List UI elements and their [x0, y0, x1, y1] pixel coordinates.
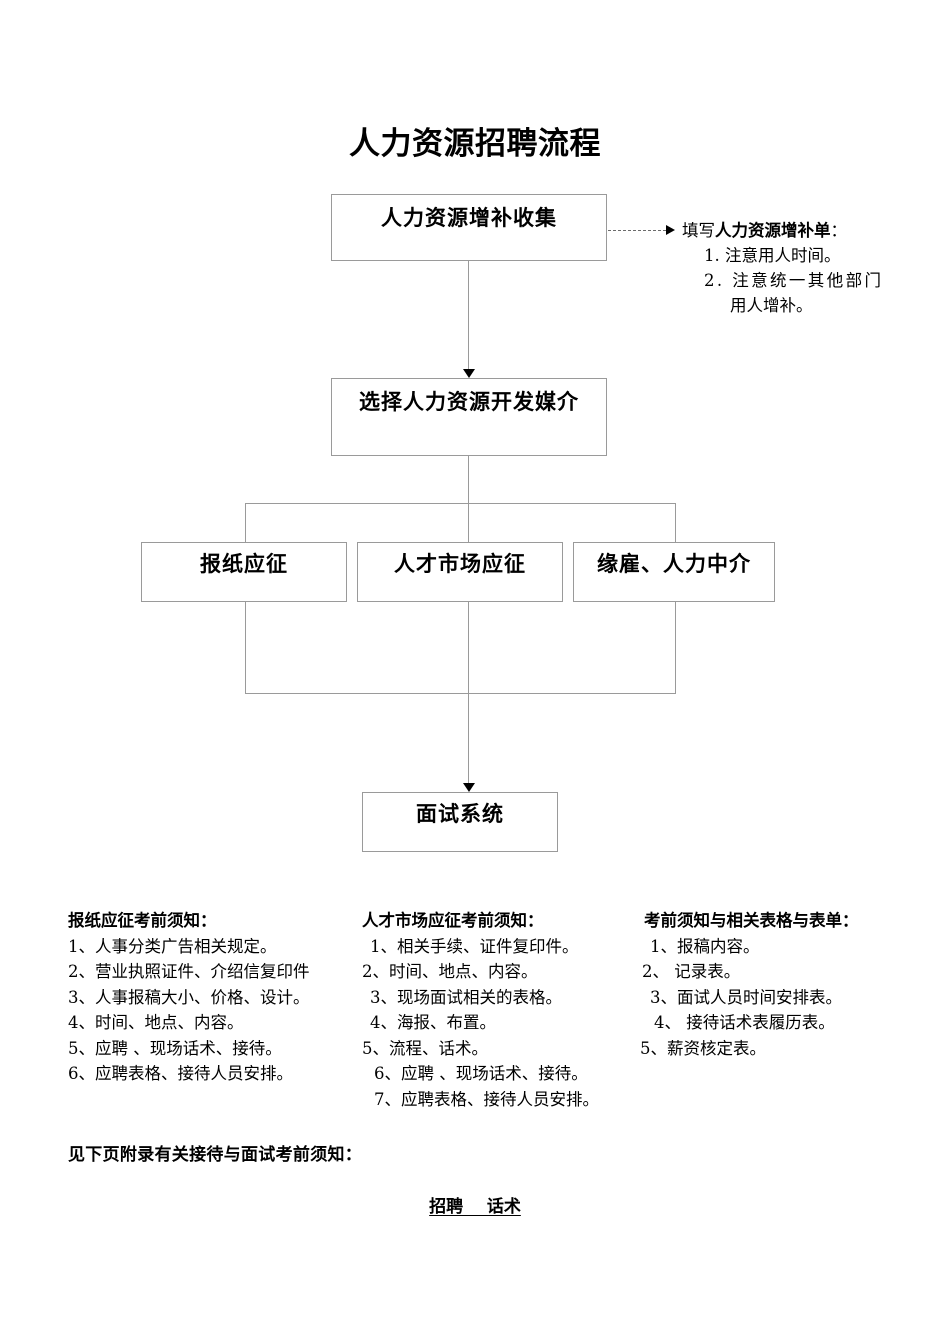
- notes-column-title: 报纸应征考前须知：: [68, 911, 217, 930]
- notes-item: 4、时间、地点、内容。: [68, 1013, 244, 1032]
- connector-rise-agency: [675, 601, 676, 694]
- footer-heading: 招聘 话术: [0, 1192, 950, 1217]
- notes-item: 2、时间、地点、内容。: [362, 962, 538, 981]
- arrow-down-icon: [463, 369, 475, 378]
- dashed-connector-line: [608, 230, 666, 231]
- flow-box-agency-label: 缘雇、人力中介: [597, 551, 751, 576]
- notes-column-newspaper: 报纸应征考前须知： 1、人事分类广告相关规定。 2、营业执照证件、介绍信复印件 …: [68, 908, 368, 1087]
- notes-item: 7、应聘表格、接待人员安排。: [374, 1089, 599, 1109]
- notes-item: 3、现场面试相关的表格。: [370, 987, 562, 1007]
- flow-box-media-label: 选择人力资源开发媒介: [359, 389, 579, 414]
- flow-box-talent-market[interactable]: 人才市场应征: [357, 542, 563, 602]
- flow-box-newspaper-label: 报纸应征: [200, 551, 288, 576]
- notes-item: 1、相关手续、证件复印件。: [370, 936, 579, 956]
- connector-merge-to-interview: [468, 693, 469, 783]
- notes-item: 1、人事分类广告相关规定。: [68, 936, 277, 956]
- notes-column-forms: 考前须知与相关表格与表单： 1、报稿内容。 2、 记录表。 3、面试人员时间安排…: [640, 908, 940, 1061]
- annotation-heading-prefix: 填写: [682, 221, 715, 240]
- notes-item: 1、报稿内容。: [650, 936, 760, 956]
- notes-item: 4、海报、布置。: [370, 1013, 496, 1032]
- connector-drop-agency: [675, 503, 676, 543]
- notes-item: 2、营业执照证件、介绍信复印件: [68, 962, 310, 981]
- connector-merge-bar: [245, 693, 676, 694]
- notes-item: 5、薪资核定表。: [640, 1038, 766, 1058]
- notes-item: 3、面试人员时间安排表。: [650, 987, 842, 1007]
- notes-column-title: 考前须知与相关表格与表单：: [644, 911, 859, 930]
- notes-item: 4、 接待话术表履历表。: [654, 1013, 835, 1032]
- arrow-down-icon: [463, 783, 475, 792]
- connector-split-bar: [245, 503, 676, 504]
- annotation-heading-strong: 人力资源增补单: [715, 221, 831, 240]
- notes-item: 3、人事报稿大小、价格、设计。: [68, 987, 310, 1007]
- connector-rise-market: [468, 601, 469, 694]
- flow-box-agency[interactable]: 缘雇、人力中介: [573, 542, 775, 602]
- annotation-item: 2. 注意统一其他部门: [704, 271, 884, 290]
- connector-media-to-split: [468, 456, 469, 504]
- notes-item: 2、 记录表。: [642, 962, 741, 981]
- notes-item: 6、应聘表格、接待人员安排。: [68, 1064, 293, 1083]
- annotation-block: 填写人力资源增补单： 1. 注意用人时间。 2. 注意统一其他部门 用人增补。: [682, 218, 902, 318]
- notes-column-talent-market: 人才市场应征考前须知： 1、相关手续、证件复印件。 2、时间、地点、内容。 3、…: [362, 908, 652, 1112]
- dashed-connector-arrow-icon: [666, 225, 675, 235]
- flow-box-newspaper[interactable]: 报纸应征: [141, 542, 347, 602]
- flow-box-talent-market-label: 人才市场应征: [394, 551, 526, 576]
- footer-heading-text: 招聘 话术: [429, 1197, 521, 1217]
- notes-item: 5、流程、话术。: [362, 1038, 488, 1058]
- connector-rise-news: [245, 601, 246, 694]
- connector-drop-market: [468, 503, 469, 543]
- flow-box-media[interactable]: 选择人力资源开发媒介: [331, 378, 607, 456]
- annotation-item: 用人增补。: [730, 296, 813, 315]
- annotation-item: 1. 注意用人时间。: [704, 246, 841, 265]
- footer-note: 见下页附录有关接待与面试考前须知：: [68, 1145, 363, 1165]
- notes-item: 5、应聘 、现场话术、接待。: [68, 1038, 282, 1058]
- notes-section: 报纸应征考前须知： 1、人事分类广告相关规定。 2、营业执照证件、介绍信复印件 …: [0, 908, 950, 1109]
- page-title: 人力资源招聘流程: [349, 126, 601, 162]
- flow-box-collect-label: 人力资源增补收集: [381, 205, 557, 230]
- notes-column-title: 人才市场应征考前须知：: [362, 911, 544, 930]
- flow-box-collect[interactable]: 人力资源增补收集: [331, 194, 607, 261]
- connector-collect-to-media: [468, 261, 469, 369]
- flow-box-interview-system-label: 面试系统: [416, 801, 504, 826]
- annotation-heading-suffix: ：: [830, 221, 848, 240]
- annotation-heading: 填写人力资源增补单：: [682, 218, 902, 243]
- notes-item: 6、应聘 、现场话术、接待。: [374, 1064, 588, 1083]
- flow-box-interview-system[interactable]: 面试系统: [362, 792, 558, 852]
- connector-drop-news: [245, 503, 246, 543]
